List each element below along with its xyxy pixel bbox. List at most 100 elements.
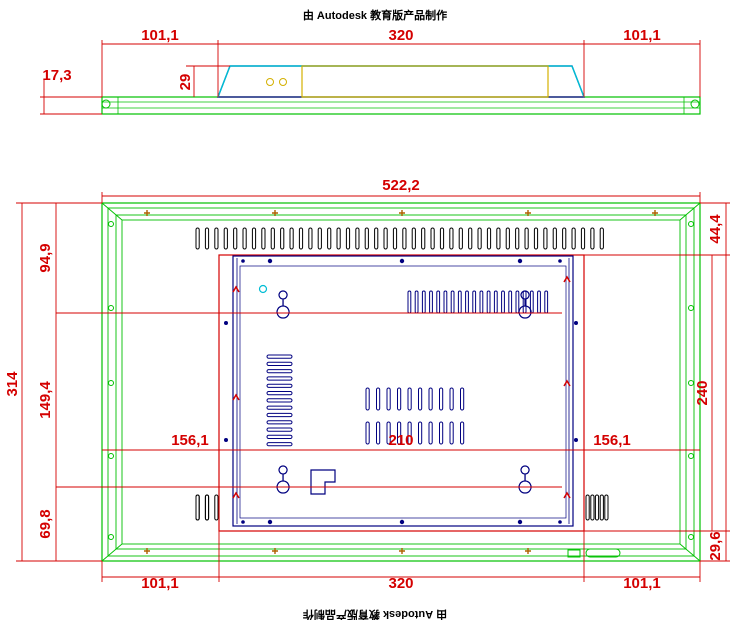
dim-mount-spacing-h: 210 bbox=[388, 432, 413, 449]
vent-slot bbox=[552, 227, 557, 250]
vent-slot bbox=[418, 421, 423, 445]
vent-slot bbox=[266, 391, 293, 396]
vent-slot bbox=[533, 227, 539, 250]
vent-slot bbox=[449, 387, 454, 411]
vent-slot bbox=[486, 290, 491, 314]
vent-top bbox=[195, 227, 604, 250]
vent-slot bbox=[436, 290, 441, 314]
dim-bottom-right: 101,1 bbox=[623, 575, 661, 592]
vent-slot bbox=[365, 421, 370, 445]
vent-slot bbox=[266, 434, 293, 439]
dim-bottom-margin: 29,6 bbox=[707, 531, 724, 560]
vent-slot bbox=[242, 227, 247, 250]
vent-slot bbox=[266, 361, 293, 366]
vent-slot bbox=[458, 227, 463, 250]
vent-slot bbox=[266, 376, 293, 381]
vent-slot bbox=[266, 412, 293, 418]
vent-slot bbox=[544, 290, 549, 314]
side-connector-panel bbox=[301, 65, 549, 98]
vent-slot bbox=[336, 227, 341, 250]
vent-slot bbox=[365, 387, 370, 411]
side-view: 101,1 320 101,1 17,3 29 bbox=[40, 27, 701, 115]
front-frame-corner bbox=[101, 543, 123, 562]
vent-slot bbox=[308, 227, 313, 250]
vent-slot bbox=[280, 227, 285, 250]
vent-slot bbox=[449, 227, 454, 250]
dim-mount-height: 240 bbox=[694, 380, 711, 405]
vent-slot bbox=[223, 227, 228, 250]
vent-slot bbox=[594, 494, 600, 521]
vent-slot bbox=[450, 290, 455, 314]
vent-slot bbox=[266, 398, 293, 403]
vent-slot bbox=[383, 227, 388, 250]
vent-slot bbox=[501, 290, 505, 314]
front-frame-inner-1 bbox=[107, 207, 695, 557]
vent-slot bbox=[407, 387, 412, 411]
dim-overall-height: 314 bbox=[4, 371, 21, 397]
dim-side-left-overhang: 101,1 bbox=[141, 27, 179, 44]
vent-slot bbox=[195, 494, 200, 521]
dim-bottom-left: 101,1 bbox=[141, 575, 179, 592]
vent-slot bbox=[266, 354, 293, 359]
dim-overall-width: 522,2 bbox=[382, 177, 420, 194]
vent-slot bbox=[486, 227, 492, 250]
side-housing-edge bbox=[217, 65, 231, 98]
rear-panel-outer bbox=[218, 254, 585, 532]
frame-screws bbox=[144, 210, 658, 554]
vent-slot bbox=[428, 387, 433, 411]
vent-slot bbox=[266, 405, 293, 410]
vent-slot bbox=[289, 227, 294, 250]
vent-slot bbox=[599, 227, 604, 250]
vent-slot bbox=[364, 227, 369, 250]
front-frame-corner bbox=[679, 543, 701, 562]
watermark-top: 由 Autodesk 教育版产品制作 bbox=[303, 8, 447, 22]
vent-slot bbox=[270, 227, 275, 250]
vent-slot bbox=[449, 421, 454, 445]
side-rear-housing bbox=[217, 65, 585, 98]
dim-top-offset: 94,9 bbox=[37, 243, 54, 272]
dim-bottom-offset: 69,8 bbox=[37, 509, 54, 538]
vent-slot bbox=[599, 494, 604, 521]
vent-slot bbox=[472, 290, 477, 314]
vent-slot bbox=[496, 227, 501, 250]
vent-slot bbox=[421, 227, 426, 250]
vent-slot bbox=[585, 494, 590, 521]
vent-slot bbox=[251, 227, 257, 250]
dim-bottom-width: 320 bbox=[388, 575, 413, 592]
vent-slot bbox=[537, 290, 541, 314]
front-frame-inner-3 bbox=[121, 219, 681, 545]
rear-panel-inner bbox=[239, 265, 567, 519]
vent-slot bbox=[266, 442, 293, 447]
vent-slot bbox=[460, 387, 465, 411]
vent-slot bbox=[439, 227, 445, 250]
vent-slot bbox=[590, 227, 595, 250]
vent-slot bbox=[505, 227, 510, 250]
vent-slot bbox=[429, 290, 433, 314]
front-view: 522,2 314 94,9 149,4 69,8 44,4 240 29,6 … bbox=[4, 177, 730, 592]
vent-slot bbox=[479, 290, 484, 314]
vent-slot bbox=[374, 227, 379, 250]
front-connector-block bbox=[567, 549, 581, 558]
vent-slot bbox=[460, 421, 465, 445]
vent-inner bbox=[266, 290, 549, 447]
vent-slot bbox=[407, 421, 412, 445]
dim-right-offset: 156,1 bbox=[593, 432, 631, 449]
dim-mount-spacing-v: 149,4 bbox=[37, 381, 54, 419]
vent-bottom bbox=[195, 494, 609, 521]
vent-slot bbox=[204, 227, 210, 250]
vent-slot bbox=[266, 383, 293, 388]
vent-slot bbox=[266, 369, 293, 374]
vent-slot bbox=[386, 387, 391, 411]
vent-slot bbox=[439, 421, 444, 445]
vent-slot bbox=[515, 290, 520, 314]
vent-slot bbox=[397, 387, 402, 411]
vent-slot bbox=[428, 421, 433, 445]
vent-slot bbox=[317, 227, 322, 250]
vent-slot bbox=[543, 227, 548, 250]
dim-side-right-overhang: 101,1 bbox=[623, 27, 661, 44]
front-frame-corner bbox=[679, 202, 701, 221]
vent-slot bbox=[411, 227, 416, 250]
vent-slot bbox=[465, 290, 469, 314]
